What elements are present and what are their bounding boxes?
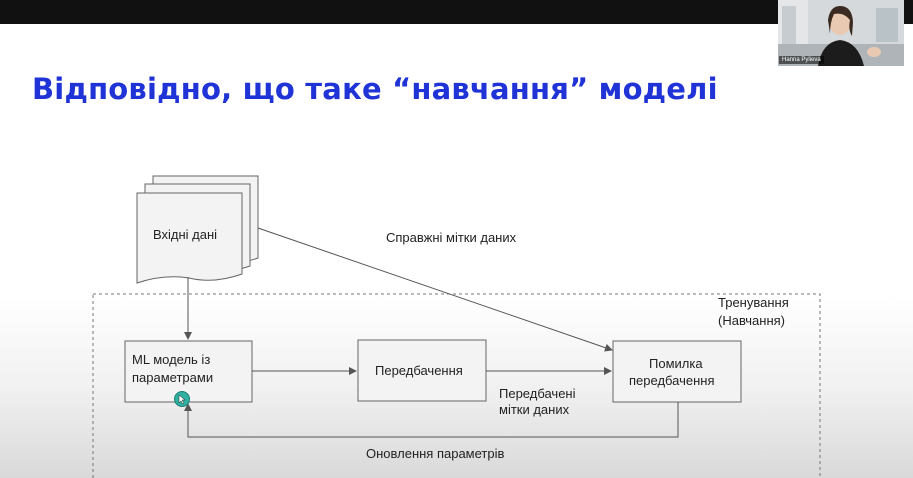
prediction-error-label-line1: Помилка: [649, 356, 703, 371]
predicted-labels-line2: мітки даних: [499, 402, 570, 417]
predicted-labels-line1: Передбачені: [499, 386, 576, 401]
ml-model-label-line2: параметрами: [132, 370, 213, 385]
video-top-bar: [0, 0, 913, 24]
participant-name-label: Hanna Pylieva: [779, 56, 824, 64]
mouse-cursor-indicator: [174, 391, 190, 407]
slide-title: Відповідно, що таке “навчання” моделі: [32, 72, 718, 106]
input-data-label: Вхідні дані: [153, 227, 217, 242]
parameter-update-label: Оновлення параметрів: [366, 446, 504, 461]
training-region-label-line1: Тренування: [718, 295, 789, 310]
webcam-thumbnail[interactable]: [778, 0, 904, 66]
arrow-error-to-model-feedback: [184, 402, 679, 438]
training-region-border: [92, 293, 821, 478]
prediction-error-box: [612, 340, 742, 403]
training-region-label-line2: (Навчання): [718, 313, 785, 328]
arrow-input-to-error: [257, 227, 613, 352]
prediction-error-label-line2: передбачення: [629, 373, 715, 388]
prediction-label: Передбачення: [375, 363, 463, 378]
input-data-document-stack: [136, 175, 259, 284]
presenter-video-image: [778, 0, 904, 66]
ml-model-box: [124, 340, 253, 403]
prediction-box: [357, 339, 487, 402]
true-labels-label: Справжні мітки даних: [386, 230, 517, 245]
ml-model-label-line1: ML модель із: [132, 352, 210, 367]
